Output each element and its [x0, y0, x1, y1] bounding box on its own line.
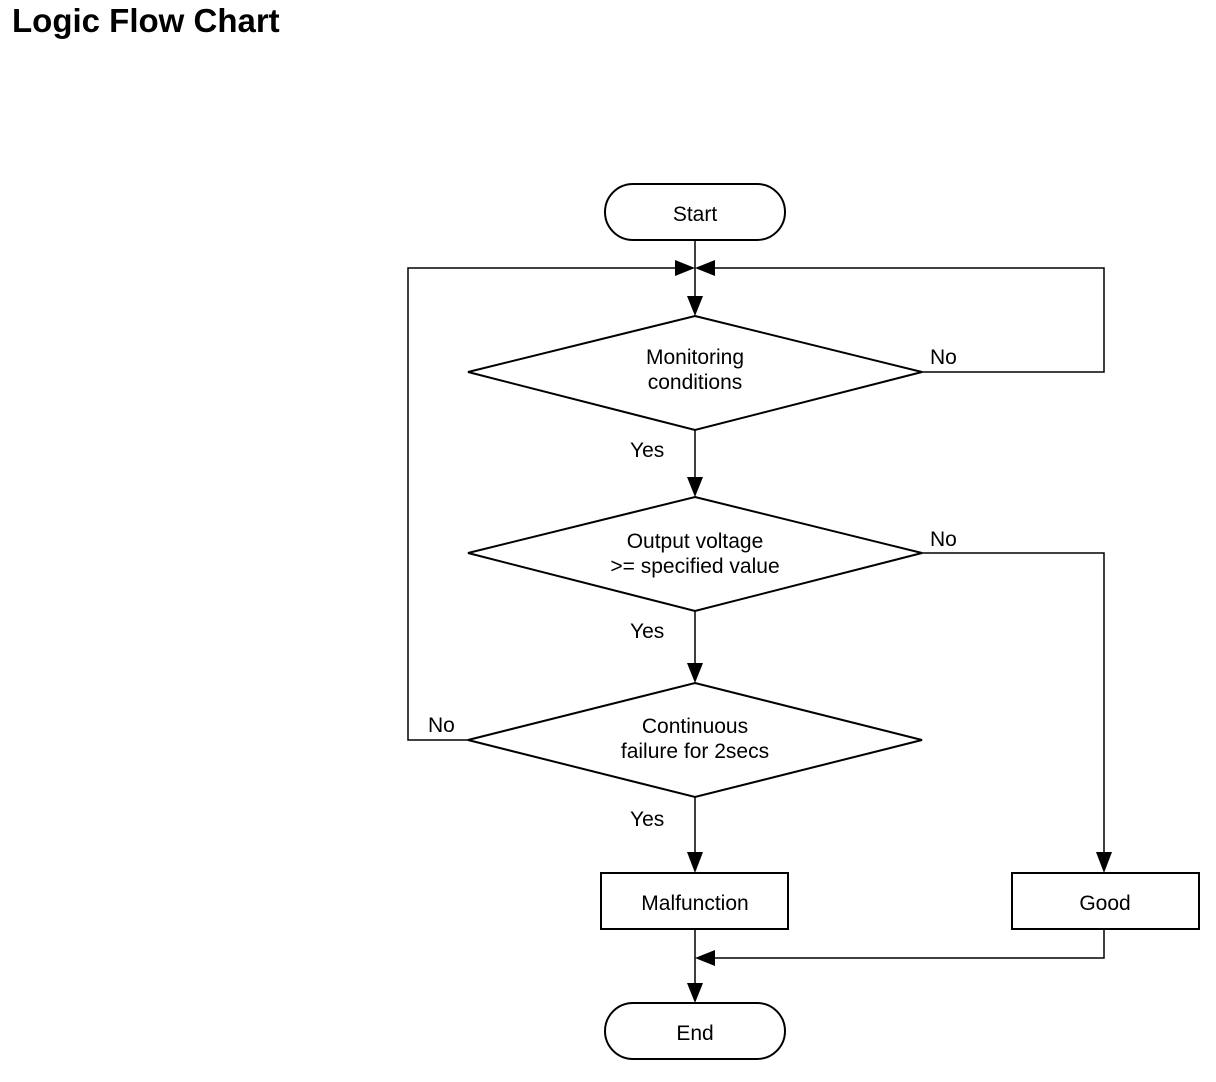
- monitoring-label-line-1: Monitoring: [646, 346, 744, 369]
- start-label: Start: [673, 203, 718, 226]
- arrow-into-failure: [687, 663, 703, 683]
- arrow-loop-from-right: [695, 260, 715, 276]
- arrow-into-good: [1096, 852, 1112, 873]
- monitoring-decision-shape: [467, 314, 923, 432]
- malfunction-label: Malfunction: [641, 892, 748, 915]
- arrow-into-monitoring: [687, 296, 703, 316]
- node-output-voltage: Output voltage >= specified value: [467, 495, 923, 613]
- end-label: End: [676, 1022, 713, 1045]
- node-good: Good: [1011, 872, 1200, 930]
- voltage-label-line-1: Output voltage: [627, 530, 764, 553]
- arrow-loop-from-left: [675, 260, 695, 276]
- arrowheads: [675, 260, 1112, 1003]
- edge-voltage-no: [922, 552, 1105, 856]
- arrow-merge-end: [695, 950, 715, 966]
- good-label: Good: [1079, 892, 1130, 915]
- failure-label-line-1: Continuous: [642, 715, 748, 738]
- voltage-label-line-2: >= specified value: [610, 555, 779, 578]
- end-terminal-shape: [604, 1002, 786, 1060]
- edge-labels: No Yes No Yes No Yes: [428, 346, 957, 831]
- failure-no-label: No: [428, 714, 455, 737]
- monitoring-label-line-2: conditions: [648, 371, 743, 394]
- arrow-into-malfunction: [687, 852, 703, 873]
- edge-good-to-end: [714, 929, 1105, 959]
- node-start: Start: [604, 183, 786, 241]
- failure-yes-label: Yes: [630, 808, 664, 831]
- voltage-decision-shape: [467, 495, 923, 613]
- edge-failure-no-loop: [407, 267, 678, 741]
- connectors: [407, 240, 1105, 986]
- page-title: Logic Flow Chart: [12, 2, 280, 39]
- node-monitoring-conditions: Monitoring conditions: [467, 314, 923, 432]
- failure-decision-shape: [467, 681, 923, 799]
- monitoring-no-label: No: [930, 346, 957, 369]
- node-malfunction: Malfunction: [600, 872, 789, 930]
- node-end: End: [604, 1002, 786, 1060]
- malfunction-process-shape: [600, 872, 789, 930]
- edge-monitoring-no-loop: [712, 267, 1105, 373]
- monitoring-yes-label: Yes: [630, 439, 664, 462]
- voltage-no-label: No: [930, 528, 957, 551]
- good-process-shape: [1011, 872, 1200, 930]
- arrow-into-voltage: [687, 477, 703, 497]
- start-terminal-shape: [604, 183, 786, 241]
- arrow-into-end: [687, 983, 703, 1003]
- node-continuous-failure: Continuous failure for 2secs: [467, 681, 923, 799]
- voltage-yes-label: Yes: [630, 620, 664, 643]
- failure-label-line-2: failure for 2secs: [621, 740, 769, 763]
